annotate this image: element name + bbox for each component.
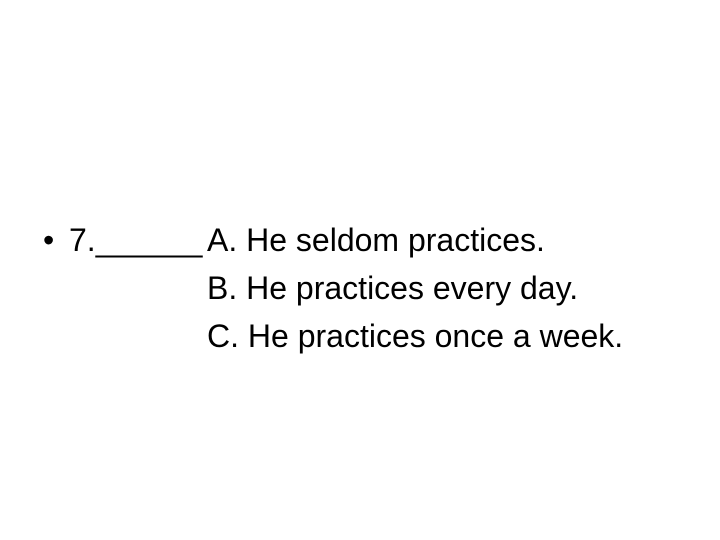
option-a: A. He seldom practices. xyxy=(207,216,545,264)
question-block: • 7.______ A. He seldom practices. B. He … xyxy=(43,216,623,360)
option-a-text: He seldom practices. xyxy=(246,222,545,258)
question-number: 7. xyxy=(69,222,96,258)
option-row: C. He practices once a week. xyxy=(43,312,623,360)
option-a-label: A. xyxy=(207,222,238,258)
indent-spacer xyxy=(43,312,207,360)
option-b: B. He practices every day. xyxy=(207,264,578,312)
question-lead: • 7.______ xyxy=(43,216,207,264)
answer-blank: ______ xyxy=(95,222,203,258)
option-b-text: He practices every day. xyxy=(246,270,579,306)
option-b-label: B. xyxy=(207,270,238,306)
option-c-text: He practices once a week. xyxy=(247,318,624,354)
question-row: • 7.______ A. He seldom practices. xyxy=(43,216,623,264)
option-c-label: C. xyxy=(207,318,239,354)
option-row: B. He practices every day. xyxy=(43,264,623,312)
option-c: C. He practices once a week. xyxy=(207,312,623,360)
indent-spacer xyxy=(43,264,207,312)
bullet-marker-icon: • xyxy=(43,222,55,258)
